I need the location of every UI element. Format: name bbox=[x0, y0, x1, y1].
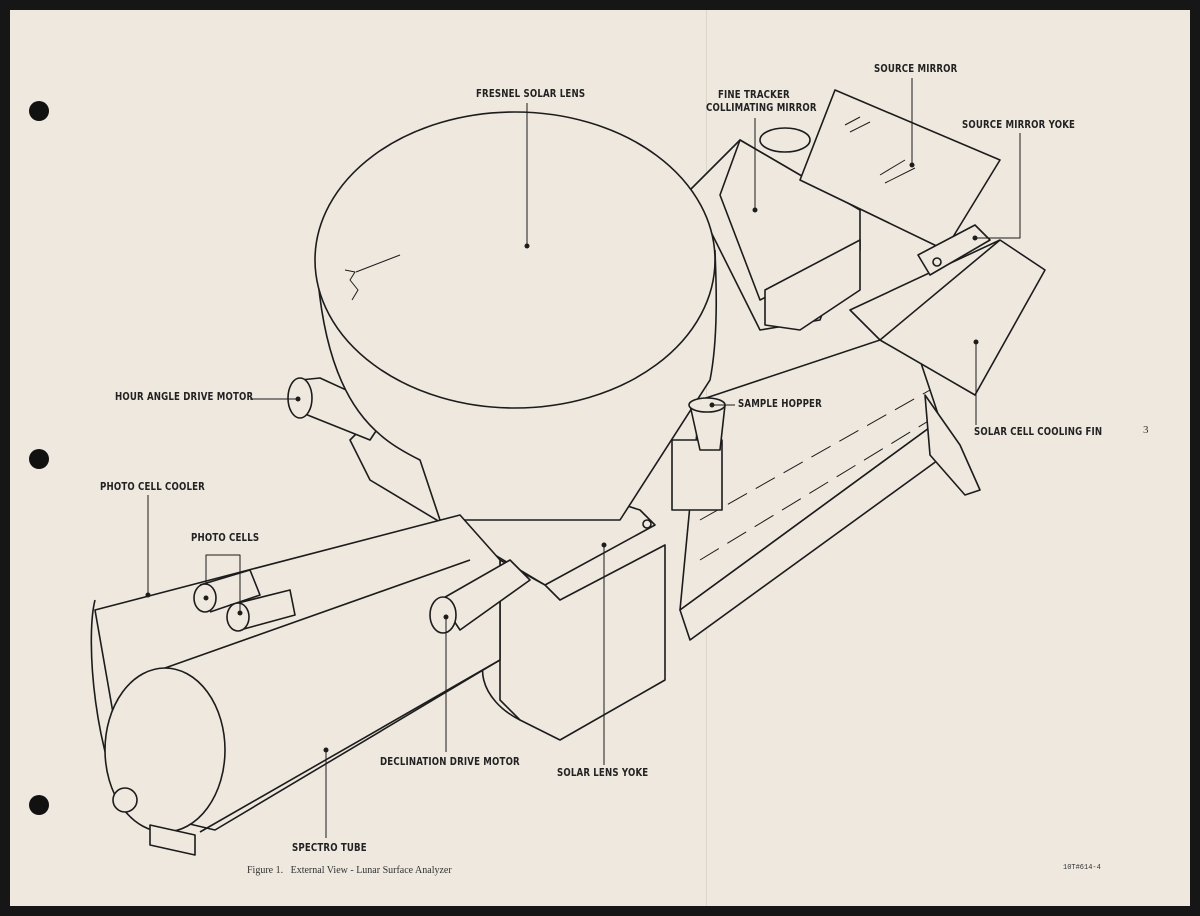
fresnel-solar-lens bbox=[314, 111, 726, 521]
declination-drive-motor bbox=[429, 559, 531, 634]
source-mirror bbox=[799, 89, 1001, 276]
label-spectro-tube: SPECTRO TUBE bbox=[292, 842, 367, 854]
label-solar-lens-yoke: SOLAR LENS YOKE bbox=[557, 767, 649, 779]
label-fresnel-solar-lens: FRESNEL SOLAR LENS bbox=[476, 88, 586, 100]
main-housing bbox=[679, 329, 981, 641]
label-photo-cell-cooler: PHOTO CELL COOLER bbox=[100, 481, 205, 493]
photo-cells bbox=[193, 569, 296, 632]
label-hour-angle-drive-motor: HOUR ANGLE DRIVE MOTOR bbox=[115, 391, 254, 403]
page-number: 3 bbox=[1143, 424, 1149, 436]
binder-hole bbox=[29, 795, 49, 815]
label-photo-cells: PHOTO CELLS bbox=[191, 532, 260, 544]
solar-cell-cooling-fin bbox=[849, 239, 1046, 396]
document-code: 10T#614-4 bbox=[1063, 864, 1101, 872]
label-sample-hopper: SAMPLE HOPPER bbox=[738, 398, 822, 410]
figure-caption: Figure 1. External View - Lunar Surface … bbox=[247, 865, 452, 876]
binder-hole bbox=[29, 449, 49, 469]
spectro-tube bbox=[90, 514, 501, 856]
binder-hole bbox=[29, 101, 49, 121]
label-solar-cell-cooling-fin: SOLAR CELL COOLING FIN bbox=[974, 426, 1103, 438]
label-declination-drive-motor: DECLINATION DRIVE MOTOR bbox=[380, 756, 520, 768]
label-source-mirror: SOURCE MIRROR bbox=[874, 63, 958, 75]
label-collimating-mirror: COLLIMATING MIRROR bbox=[706, 102, 817, 114]
label-fine-tracker: FINE TRACKER bbox=[718, 89, 790, 101]
leader-lines bbox=[145, 78, 1021, 838]
label-source-mirror-yoke: SOURCE MIRROR YOKE bbox=[962, 119, 1076, 131]
